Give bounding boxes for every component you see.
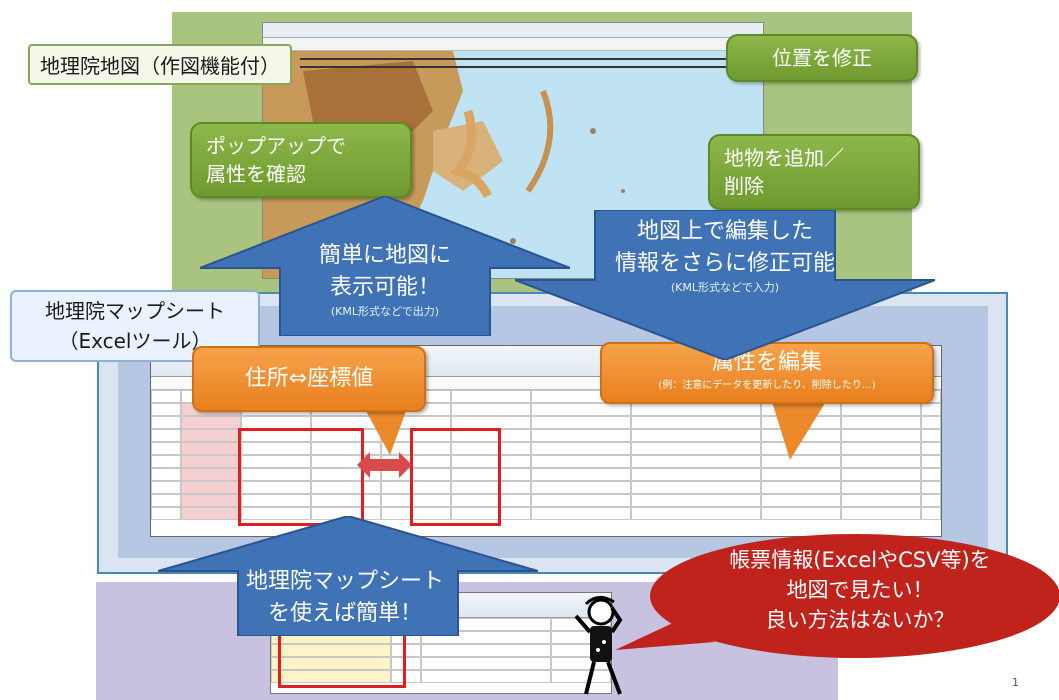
map-toolbar-2 [263,38,763,51]
callout-add-delete: 地物を追加／ 削除 [708,134,920,210]
speech-line3: 良い方法はないか？ [765,608,955,632]
arrow-bottom-line1: 地理院マップシート [245,569,444,594]
coordinate-column-highlight [238,428,364,526]
arrow-bottom-up [158,516,538,636]
map-panel-title: 地理院地図（作図機能付） [28,44,292,85]
worried-person-icon [574,596,623,695]
arrow-bottom-line2: を使えば簡単！ [267,601,422,626]
excel-tool-label-line2: （Excelツール） [58,329,212,353]
callout-edit-attributes: 属性を編集 (例：注意にデータを更新したり、削除したり…) [600,342,934,404]
map-toolbar [263,23,763,38]
callout-fix-position: 位置を修正 [726,34,918,82]
speech-bubble-text: 帳票情報(ExcelやCSV等)を 地図で見たい！ 良い方法はないか？ [650,545,1059,635]
arrow-down-sub: (KML形式などで入力) [670,281,780,294]
page-number: 1 [1012,676,1019,689]
callout-address-tail [360,400,410,455]
arrow-up-line1: 簡単に地図に [318,243,451,268]
title-connector-line [300,58,740,68]
double-arrow-icon [357,452,412,478]
arrow-bottom-text: 地理院マップシート を使えば簡単！ [230,566,460,630]
attribute-column-highlight [410,428,501,526]
callout-edit-attributes-sub: (例：注意にデータを更新したり、削除したり…) [658,380,876,391]
speech-line1: 帳票情報(ExcelやCSV等)を [729,548,991,572]
speech-line2: 地図で見たい！ [786,578,934,602]
arrow-map-to-excel-up [200,196,570,336]
excel-grid [151,390,941,520]
map-screenshot [262,22,764,279]
excel-tool-label-line1: 地理院マップシート [45,299,225,323]
arrow-up-text: 簡単に地図に 表示可能！ (KML形式などで出力) [280,240,490,320]
arrow-up-line2: 表示可能！ [329,275,440,300]
arrow-down-text: 地図上で編集した 情報をさらに修正可能 (KML形式などで入力) [600,216,850,296]
arrow-up-sub: (KML形式などで出力) [330,305,440,318]
callout-popup-attributes: ポップアップで 属性を確認 [190,122,412,198]
speech-bubble-shape [615,534,1059,658]
arrow-down-line1: 地図上で編集した [636,219,813,244]
excel-tool-label: 地理院マップシート （Excelツール） [10,290,260,362]
callout-address-coordinates: 住所⇔座標値 [192,346,426,412]
callout-attr-tail [770,395,830,460]
arrow-excel-to-map-down [515,210,935,360]
arrow-down-line2: 情報をさらに修正可能 [614,251,835,276]
